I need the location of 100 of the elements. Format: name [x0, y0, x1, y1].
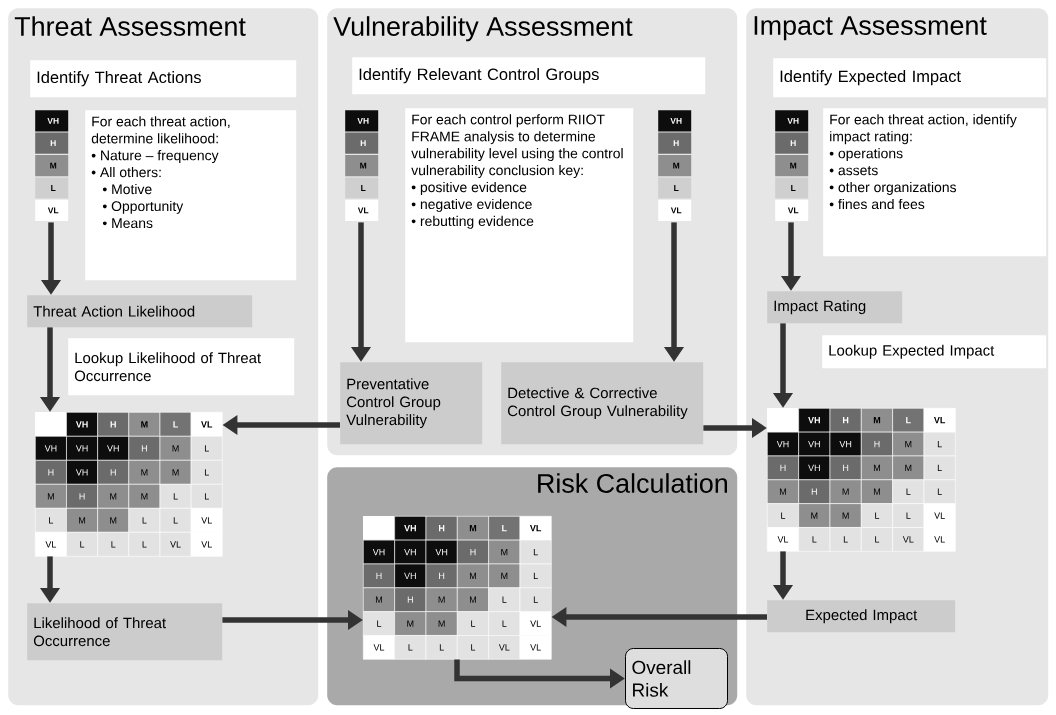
- matrix-cell: M: [128, 484, 161, 509]
- matrix-cell: H: [35, 460, 67, 485]
- matrix-cell: M: [425, 611, 458, 636]
- list-item: • Motive: [102, 183, 152, 195]
- scale-cell: VH: [658, 110, 692, 132]
- list-item: • All others:: [91, 167, 161, 178]
- matrix-cell: VH: [66, 460, 98, 485]
- matrix-cell: H: [829, 455, 862, 481]
- matrix-cell: L: [425, 635, 458, 660]
- matrix-cell: L: [488, 611, 521, 636]
- matrix-cell: M: [829, 479, 862, 504]
- matrix-cell: M: [128, 412, 161, 437]
- matrix-cell: M: [798, 503, 831, 528]
- matrix-cell: L: [798, 527, 831, 552]
- scale-cell: VL: [35, 199, 69, 221]
- result-box: Impact Rating: [767, 291, 903, 324]
- matrix-cell: L: [767, 503, 799, 528]
- matrix-cell: VL: [190, 532, 223, 557]
- matrix-cell: L: [190, 436, 223, 461]
- scale-cell: VL: [345, 199, 379, 221]
- node-label: Lookup Expected Impact: [829, 344, 995, 359]
- scale-cell: M: [775, 155, 809, 177]
- description-text: For each threat action, determine likelihood:: [91, 116, 230, 144]
- matrix-cell: L: [35, 508, 67, 533]
- matrix-cell: H: [97, 412, 130, 437]
- matrix-cell: VL: [892, 527, 925, 552]
- matrix-cell: L: [128, 532, 161, 557]
- matrix-cell: M: [457, 516, 489, 541]
- matrix-cell: L: [457, 635, 489, 660]
- scale-cell: H: [775, 132, 809, 154]
- matrix-cell: M: [829, 503, 862, 528]
- matrix-cell: VL: [488, 635, 521, 660]
- matrix-cell: M: [363, 587, 395, 612]
- scale-cell: L: [345, 177, 379, 199]
- scale-cell: VH: [775, 110, 809, 132]
- description-box: [85, 110, 297, 281]
- matrix-cell: VL: [159, 532, 192, 557]
- matrix-cell: VH: [394, 563, 427, 589]
- scale-cell: M: [345, 155, 379, 177]
- matrix-cell: L: [394, 635, 427, 660]
- matrix-cell: H: [798, 479, 831, 504]
- matrix-cell: L: [66, 532, 98, 557]
- matrix-cell: H: [457, 539, 489, 565]
- list-item: • Opportunity: [102, 200, 184, 214]
- scale-cell: M: [658, 155, 692, 177]
- result-box: Expected Impact: [767, 600, 956, 633]
- matrix-cell: L: [519, 563, 552, 589]
- scale-cell: H: [345, 132, 379, 154]
- matrix-cell: H: [363, 563, 395, 589]
- matrix-cell: VH: [363, 539, 395, 565]
- result-box: Detective & Corrective Control Group Vulnerability: [501, 362, 704, 445]
- heading-box: Identify Threat Actions: [30, 60, 297, 98]
- matrix-cell: L: [97, 532, 130, 557]
- matrix-cell: L: [190, 460, 223, 485]
- description-box: [405, 108, 634, 343]
- matrix-cell: L: [923, 431, 956, 457]
- matrix-cell: VL: [363, 635, 395, 660]
- heading-box: Identify Expected Impact: [773, 58, 1047, 98]
- description-box: [823, 108, 1047, 257]
- scale-cell: H: [35, 132, 69, 154]
- matrix-cell: M: [488, 539, 521, 565]
- scale-cell: L: [35, 177, 69, 199]
- scale-cell: L: [775, 177, 809, 199]
- matrix-cell: L: [457, 611, 489, 636]
- list-item: • operations: [829, 148, 903, 162]
- list-item: • Nature – frequency: [91, 150, 219, 164]
- matrix-cell: L: [363, 611, 395, 636]
- matrix-cell: L: [923, 455, 956, 481]
- scale-cell: VH: [35, 110, 69, 132]
- matrix-cell: M: [97, 508, 130, 533]
- heading-box: Identify Relevant Control Groups: [352, 57, 706, 95]
- matrix-cell: VH: [97, 436, 130, 461]
- scale-cell: VL: [658, 199, 692, 221]
- matrix-cell: VL: [190, 508, 223, 533]
- matrix-cell: M: [128, 460, 161, 485]
- matrix-cell: M: [394, 611, 427, 636]
- matrix-cell: L: [519, 587, 552, 612]
- scale-cell: M: [35, 155, 69, 177]
- node-label: Identify Expected Impact: [780, 70, 961, 86]
- matrix-cell: L: [128, 508, 161, 533]
- list-item: • positive evidence: [411, 181, 527, 195]
- matrix-cell: L: [488, 587, 521, 612]
- matrix-cell: M: [425, 587, 458, 612]
- list-item: • Means: [102, 218, 153, 229]
- matrix-cell: L: [892, 479, 925, 504]
- matrix-cell: VH: [35, 436, 67, 461]
- list-item: • assets: [829, 166, 878, 176]
- matrix-cell: L: [159, 484, 192, 509]
- matrix-cell: VH: [798, 455, 831, 481]
- matrix-cell: VH: [829, 431, 862, 457]
- matrix-cell: M: [861, 479, 893, 504]
- matrix-cell: M: [861, 408, 893, 433]
- scale-cell: H: [658, 132, 692, 154]
- list-item: • other organizations: [829, 181, 957, 195]
- matrix-cell: VH: [394, 539, 427, 565]
- scale-cell: VL: [775, 199, 809, 221]
- matrix-cell: VL: [519, 516, 552, 541]
- matrix-cell: L: [892, 408, 925, 433]
- matrix-cell: VL: [519, 635, 552, 660]
- matrix-cell: M: [767, 479, 799, 504]
